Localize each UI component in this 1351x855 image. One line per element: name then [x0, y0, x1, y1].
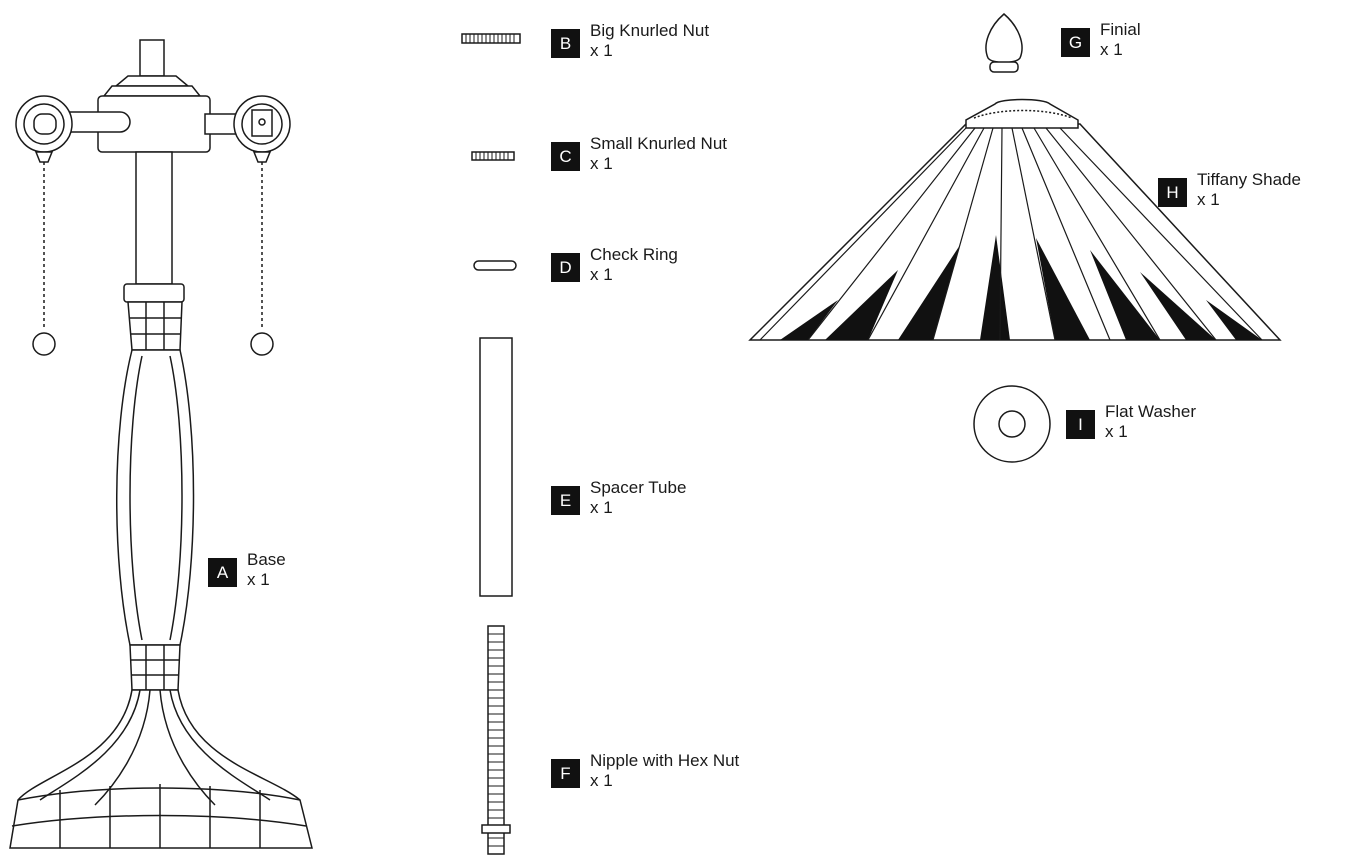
part-name: Big Knurled Nut [590, 21, 710, 40]
part-qty: x 1 [247, 570, 270, 589]
part-name: Flat Washer [1105, 402, 1197, 421]
part-letter-badge: C [551, 142, 580, 171]
part-qty: x 1 [590, 498, 613, 517]
part-qty: x 1 [590, 265, 613, 284]
part-letter-badge: B [551, 29, 580, 58]
finial-drawing [985, 13, 1023, 73]
part-name: Finial [1100, 20, 1141, 39]
check-ring-drawing [473, 260, 517, 271]
part-name: Tiffany Shade [1197, 170, 1301, 189]
base-drawing [9, 39, 313, 849]
spacer-tube-drawing [479, 337, 513, 597]
part-name: Check Ring [590, 245, 678, 264]
big-knurled-nut-drawing [461, 33, 521, 44]
part-letter-badge: G [1061, 28, 1090, 57]
part-qty: x 1 [590, 154, 613, 173]
part-name: Spacer Tube [590, 478, 687, 497]
part-letter-badge: A [208, 558, 237, 587]
nipple-drawing [481, 625, 511, 855]
small-knurled-nut-drawing [471, 151, 515, 161]
part-name: Base [247, 550, 286, 569]
part-qty: x 1 [1105, 422, 1128, 441]
part-qty: x 1 [1197, 190, 1220, 209]
part-qty: x 1 [590, 41, 613, 60]
part-letter-badge: E [551, 486, 580, 515]
flat-washer-drawing [973, 385, 1051, 463]
part-name: Nipple with Hex Nut [590, 751, 740, 770]
part-letter-badge: I [1066, 410, 1095, 439]
part-qty: x 1 [1100, 40, 1123, 59]
part-letter-badge: D [551, 253, 580, 282]
part-letter-badge: F [551, 759, 580, 788]
part-name: Small Knurled Nut [590, 134, 728, 153]
part-letter-badge: H [1158, 178, 1187, 207]
part-qty: x 1 [590, 771, 613, 790]
tiffany-shade-drawing [748, 98, 1282, 341]
